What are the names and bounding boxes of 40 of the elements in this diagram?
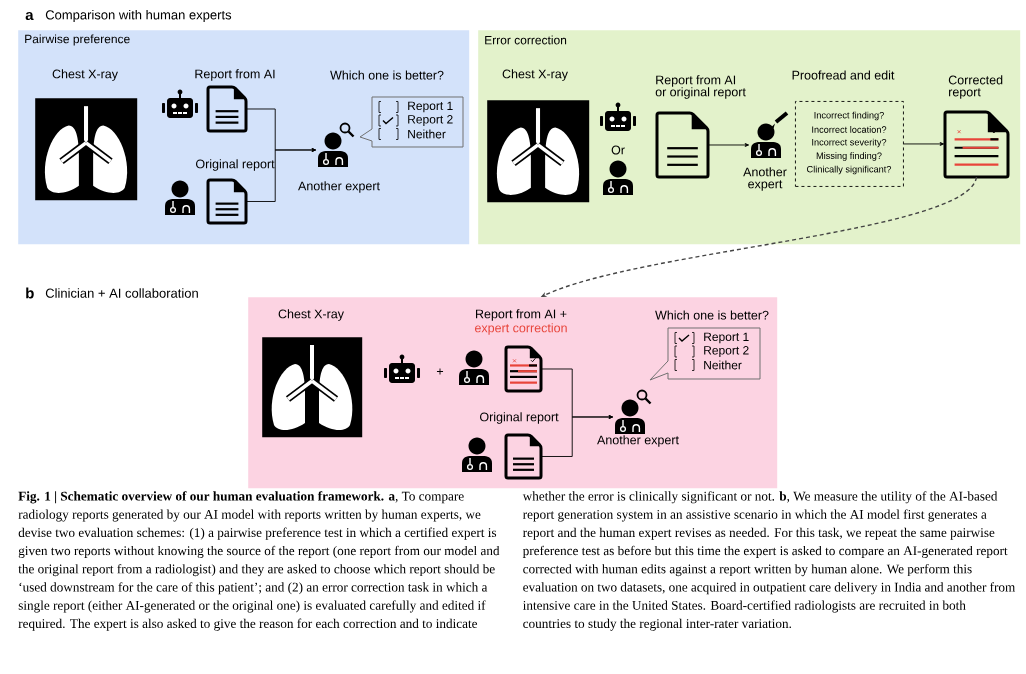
heading: Chest X-ray xyxy=(502,69,568,81)
heading: Original report xyxy=(480,412,559,424)
arrow xyxy=(245,148,317,202)
heading: Report from AI or original report xyxy=(655,75,746,99)
option-label: Report 2 xyxy=(704,346,749,357)
heading: Proofread and edit xyxy=(792,70,895,80)
panel-letter: b xyxy=(26,287,34,299)
option-label: Report 1 xyxy=(704,332,749,344)
arrow xyxy=(707,143,750,147)
question-text: Incorrect location? xyxy=(812,126,887,133)
heading: Corrected report xyxy=(948,75,1003,99)
panel-heading: Comparison with human experts xyxy=(45,9,232,23)
panel-title: Pairwise preference xyxy=(25,34,130,46)
panel-heading: Clinician + AI collaboration xyxy=(45,288,198,298)
arrow xyxy=(540,415,614,457)
node-label: Another expert xyxy=(597,435,679,447)
heading: Which one is better? xyxy=(330,70,444,80)
caption: Fig. 1 | Schematic overview of our human evaluation framework. a, To compare radiology reports generated by our AI model with reports written by human experts, we devise two evaluation schemes: (1) a pairwise preference test in which a certified expert is given two reports without knowing the source of the report (one report from our model and the original report from a radiologist) and they are asked to choose which report should be ‘used downstream for the care of this patient’; and (2) an error correction task in which a single report (either AI-generated or the original one) is evaluated carefully and edited if required. The expert is also asked to give the reason for each correction and to indicate whether the error is clinically significant or not. b, We measure the utility of the AI-based report generation system in an assistive scenario in which the AI model first generates a report and the human expert revises as needed. For this task, we repeat the same pairwise preference test as before but this time the expert is asked to compare an AI-generated report corrected with human edits against a report written by human alone. We perform this evaluation on two datasets, one acquired in outpatient care delivery in India and another from intensive care in the United States. Board-certified radiologists are recruited in both countries to study the regional inter-rater variation. xyxy=(18,491,1016,631)
heading: Which one is better? xyxy=(655,310,769,320)
plus-sign: + xyxy=(436,368,444,375)
heading: Report from AI + xyxy=(476,309,567,321)
heading: Chest X-ray xyxy=(278,309,344,321)
question-text: Incorrect finding? xyxy=(814,111,884,121)
heading: Original report xyxy=(196,159,275,171)
option-label: Neither xyxy=(704,360,742,370)
question-text: Incorrect severity? xyxy=(812,138,887,148)
option-label: Report 2 xyxy=(408,115,453,126)
arrow xyxy=(903,142,945,146)
node-label: Another expert xyxy=(743,167,787,191)
node-label: Another expert xyxy=(298,181,380,193)
or-text: Or xyxy=(611,145,625,155)
option-label: Neither xyxy=(408,129,446,139)
question-text: Missing finding? xyxy=(816,152,882,161)
panel-letter: a xyxy=(25,11,34,21)
heading: Report from AI xyxy=(195,69,275,81)
heading: Chest X-ray xyxy=(52,69,118,81)
panel-title: Error correction xyxy=(485,35,567,45)
option-label: Report 1 xyxy=(408,101,453,113)
heading: expert correction xyxy=(475,323,567,335)
question-text: Clinically significant? xyxy=(807,165,892,175)
